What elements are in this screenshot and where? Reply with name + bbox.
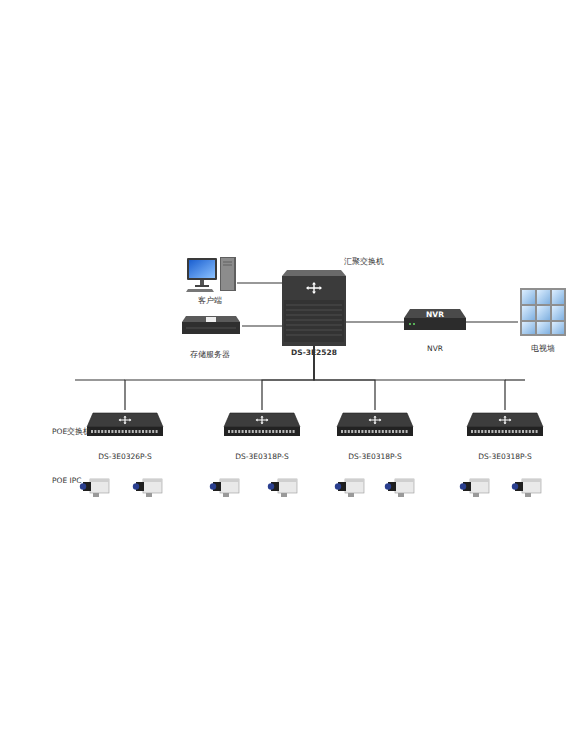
client-pc-icon: [223, 265, 232, 266]
video-wall: 电视墙: [518, 286, 568, 338]
aggregation-switch-icon: [286, 305, 342, 335]
nvr-icon: [404, 318, 466, 330]
storage-server-icon: [186, 328, 236, 329]
aggregation-switch: 汇聚交换机DS-3E2528: [282, 270, 346, 346]
storage-server: 存储服务器: [178, 314, 242, 338]
poe-switch: DS-3E0318P-S: [467, 410, 543, 442]
poe-switch: DS-3E0318P-S: [224, 410, 300, 442]
client-pc-icon: [220, 257, 236, 291]
video-wall-icon: [537, 290, 550, 304]
poe-switch-icon: [467, 413, 543, 436]
ip-camera-icon: [133, 479, 162, 497]
poe-switch-icon: [87, 413, 163, 436]
device-caption: 电视墙: [518, 344, 568, 353]
ip-camera-icon: [80, 479, 109, 497]
storage-server-icon: [182, 316, 240, 334]
ip-camera-icon: [268, 479, 297, 497]
client-pc-icon: [195, 285, 209, 287]
network-link: [314, 346, 505, 410]
video-wall-icon: [537, 322, 550, 334]
client-pc-icon: [187, 258, 217, 280]
network-link: [125, 346, 314, 410]
ip-camera-icon: [385, 479, 414, 497]
client-pc: 客户端: [183, 254, 237, 294]
aggregation-switch-icon: [284, 300, 344, 342]
poe-switch-icon: [224, 413, 300, 436]
network-link: [346, 321, 404, 322]
client-pc-icon: [200, 280, 204, 285]
ip-camera-icon: [80, 479, 541, 497]
device-caption: DS-3E0326P-S: [83, 452, 167, 461]
storage-server-icon: [182, 316, 240, 322]
client-pc-icon: [189, 260, 215, 278]
network-link: [466, 321, 518, 322]
nvr-icon: [404, 309, 466, 330]
video-wall-icon: [537, 306, 550, 320]
device-caption: 存储服务器: [173, 350, 247, 359]
video-wall-icon: [520, 288, 566, 336]
video-wall-icon: [552, 306, 564, 320]
nvr-icon: [404, 309, 466, 318]
bus-line-stub: [75, 379, 125, 380]
video-wall-icon: [522, 290, 535, 304]
video-wall-icon: [520, 288, 566, 336]
device-caption: DS-3E0318P-S: [220, 452, 304, 461]
ip-camera-icon: [512, 479, 541, 497]
poe-switch-icon: [337, 413, 413, 436]
video-wall-icon: [522, 322, 535, 334]
aggregation-switch-icon: [282, 270, 346, 276]
nvr-icon: [413, 323, 415, 325]
storage-server-icon: [206, 317, 216, 322]
client-pc-icon: [221, 258, 234, 290]
poe-switch: DS-3E0326P-S: [87, 410, 163, 442]
aggregation-switch-icon: [282, 276, 346, 346]
nvr-device: NVRNVR: [404, 306, 466, 334]
device-caption: DS-3E2528: [270, 348, 358, 357]
device-caption: NVR: [404, 344, 466, 353]
ip-camera-icon: [460, 479, 489, 497]
video-wall-icon: [552, 290, 564, 304]
video-wall-icon: [552, 322, 564, 334]
aggregation-switch-icon: [306, 282, 322, 294]
device-caption: DS-3E0318P-S: [333, 452, 417, 461]
device-caption: 客户端: [181, 296, 239, 305]
storage-server-icon: [182, 322, 240, 334]
client-pc-icon: [223, 262, 232, 263]
network-link: [242, 325, 282, 326]
poe-switch: DS-3E0318P-S: [337, 410, 413, 442]
device-caption: 汇聚交换机: [337, 257, 391, 266]
ip-camera-icon: [210, 479, 239, 497]
poe-switch-icon: [87, 413, 543, 436]
row-label: POE IPC: [52, 476, 122, 485]
nvr-icon: [409, 323, 411, 325]
ip-camera-icon: [335, 479, 364, 497]
device-caption: NVR: [404, 310, 466, 319]
aggregation-switch-icon: [282, 270, 346, 346]
device-caption: DS-3E0318P-S: [463, 452, 547, 461]
network-link: [237, 282, 282, 283]
client-pc-icon: [186, 289, 214, 292]
row-label: POE交换机: [52, 427, 122, 436]
video-wall-icon: [522, 306, 535, 320]
client-pc-icon: [186, 257, 236, 292]
bus-line-stub: [505, 379, 525, 380]
